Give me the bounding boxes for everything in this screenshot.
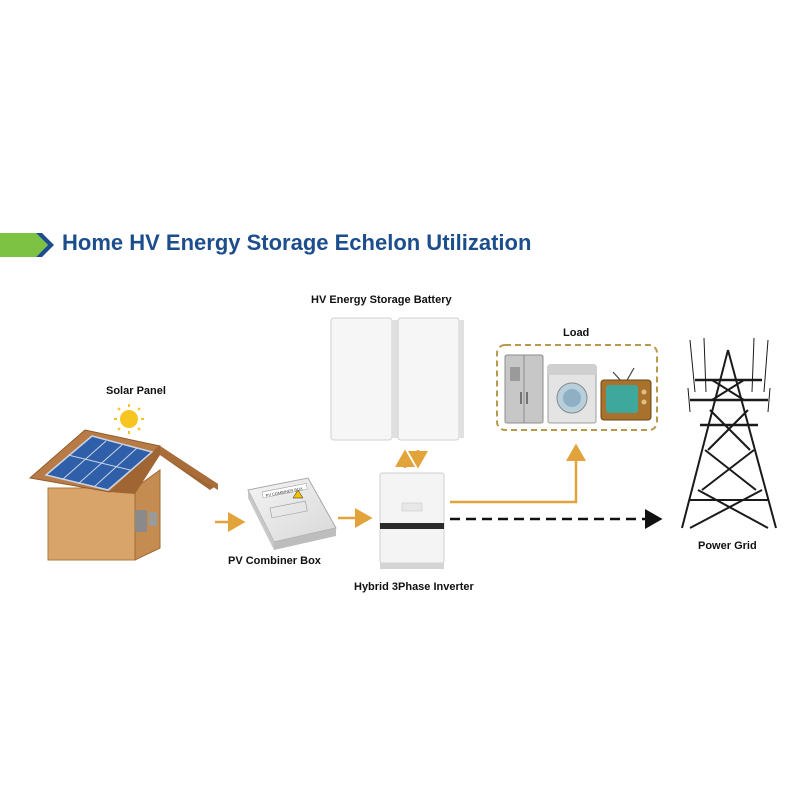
- washing-machine-icon: [547, 364, 597, 424]
- combiner-box-icon: PV COMBINER BOX: [247, 477, 337, 550]
- solar-panel-icon: [44, 435, 154, 491]
- sun-icon: [114, 404, 144, 434]
- battery-icon: [330, 317, 464, 441]
- refrigerator-icon: [504, 354, 544, 424]
- arrow-inverter-to-load: [450, 443, 586, 504]
- inverter-icon: [379, 472, 445, 569]
- title-chevron-icon: [0, 233, 54, 257]
- load-group-frame: [496, 344, 658, 431]
- label-hybrid-inverter: Hybrid 3Phase Inverter: [354, 581, 474, 593]
- tv-icon: [600, 367, 652, 421]
- label-solar-panel: Solar Panel: [106, 385, 166, 397]
- label-load: Load: [563, 327, 590, 339]
- label-power-grid: Power Grid: [698, 540, 757, 552]
- label-hv-battery: HV Energy Storage Battery: [311, 294, 452, 306]
- label-pv-combiner-box: PV Combiner Box: [228, 555, 321, 567]
- page-title: Home HV Energy Storage Echelon Utilizati…: [62, 230, 532, 255]
- power-tower-icon: [681, 337, 777, 529]
